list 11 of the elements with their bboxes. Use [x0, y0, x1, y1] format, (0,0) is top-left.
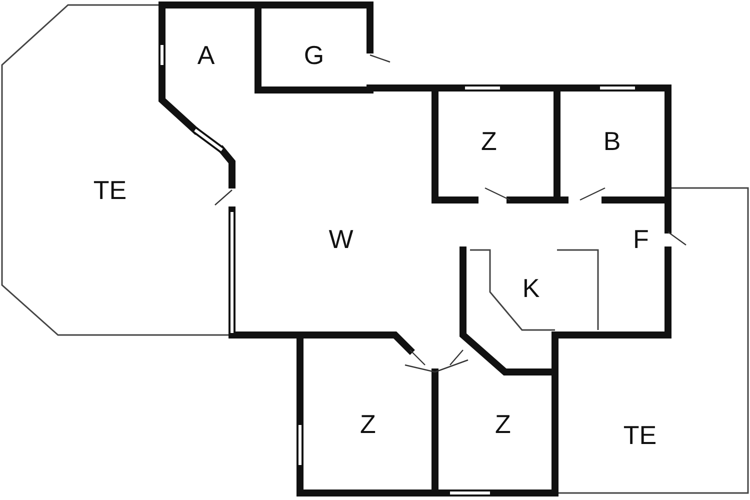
room-label: A	[197, 42, 215, 68]
room-label: W	[328, 226, 354, 252]
room-label: K	[522, 275, 540, 301]
room-label: F	[633, 226, 649, 252]
room-label: Z	[360, 411, 376, 437]
room-label: B	[603, 128, 621, 154]
room-label: G	[304, 42, 324, 68]
room-label: Z	[481, 128, 497, 154]
room-label: TE	[93, 177, 127, 203]
room-label: TE	[623, 422, 657, 448]
room-label: Z	[495, 411, 511, 437]
